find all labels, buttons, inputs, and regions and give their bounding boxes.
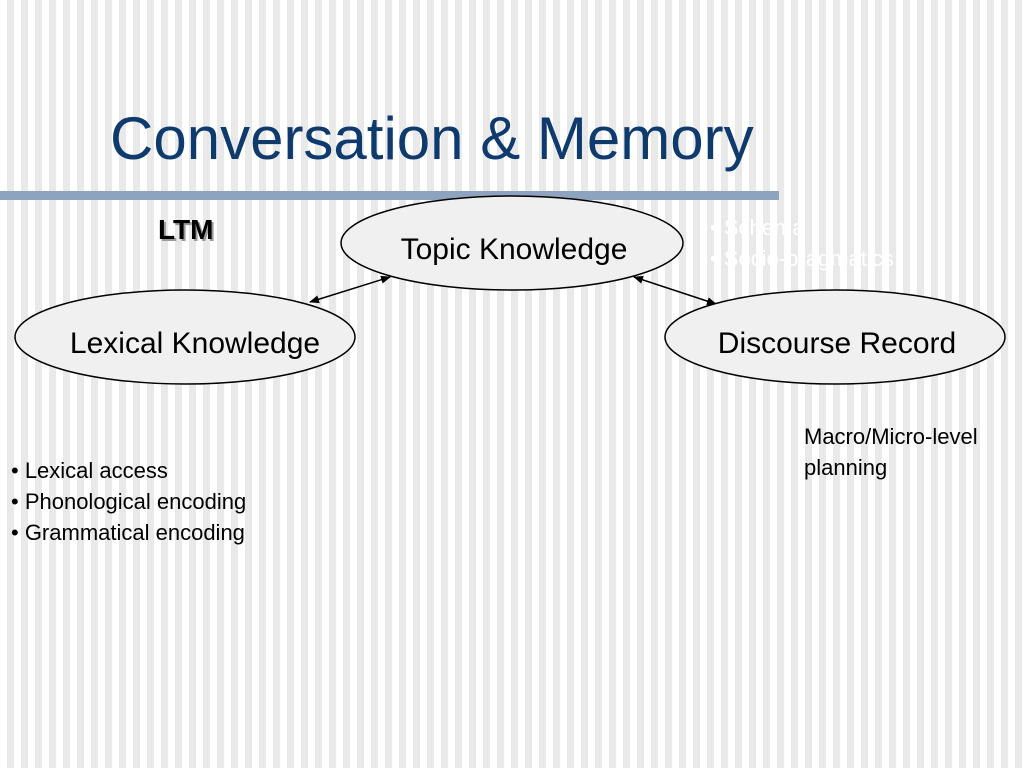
topic-bullet-item: • Schema <box>710 215 805 240</box>
node-lexical-knowledge: Lexical Knowledge <box>14 289 356 385</box>
node-topic-knowledge-label: Topic Knowledge <box>401 233 628 266</box>
lexical-bullet-item: • Grammatical encoding <box>11 520 245 545</box>
node-discourse-record: Discourse Record <box>664 289 1006 385</box>
node-discourse-record-label: Discourse Record <box>718 327 956 360</box>
ltm-label: LTM <box>158 214 214 245</box>
title-underline-bar <box>0 191 779 200</box>
topic-bullet-item: • Socio-pragmatics <box>710 246 894 271</box>
arrow-topic-discourse <box>633 276 717 305</box>
discourse-note-line: Macro/Micro-level <box>804 424 978 449</box>
lexical-bullet-list: • Lexical access • Phonological encoding… <box>11 455 246 548</box>
arrow-topic-lexical <box>309 275 391 304</box>
discourse-note-line: planning <box>804 455 888 480</box>
topic-bullet-list: • Schema • Socio-pragmatics <box>710 212 894 274</box>
node-lexical-knowledge-shape <box>14 289 356 385</box>
slide-title: Conversation & Memory <box>110 105 754 172</box>
lexical-bullet-item: • Lexical access <box>11 458 168 483</box>
node-lexical-knowledge-label: Lexical Knowledge <box>70 327 320 360</box>
node-topic-knowledge-shape <box>340 195 684 291</box>
node-discourse-record-shape <box>664 289 1006 385</box>
node-topic-knowledge: Topic Knowledge <box>340 195 684 291</box>
discourse-planning-note: Macro/Micro-level planning <box>804 421 978 483</box>
lexical-bullet-item: • Phonological encoding <box>11 489 247 514</box>
